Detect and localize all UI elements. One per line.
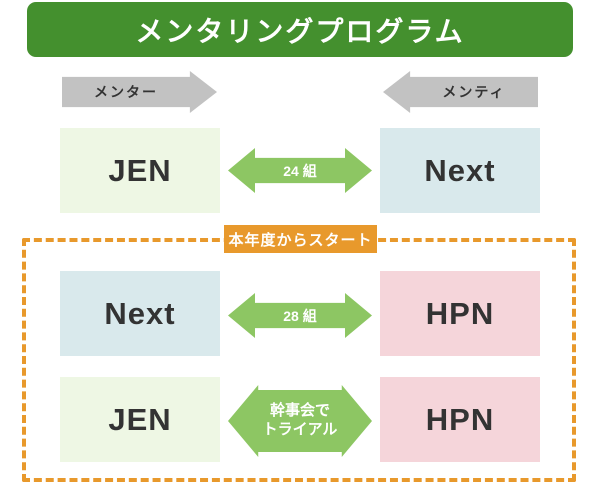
pairing-arrow-row3-icon: 幹事会で トライアル: [228, 385, 372, 457]
pairing-count-row2: 28 組: [283, 307, 317, 324]
page-title: メンタリングプログラム: [135, 15, 465, 47]
box-jen-row1: JEN: [60, 128, 220, 213]
box-label: Next: [424, 152, 496, 188]
box-jen-row3: JEN: [60, 377, 220, 462]
mentee-arrow-icon: メンティ: [383, 71, 538, 113]
pairing-arrow-row1-icon: 24 組: [228, 148, 372, 193]
trial-label-line1: 幹事会で: [269, 402, 330, 420]
box-label: Next: [104, 295, 176, 331]
mentor-arrow-icon: メンター: [62, 71, 217, 113]
start-this-year-badge: 本年度からスタート: [224, 225, 377, 253]
pairing-count-row1: 24 組: [283, 162, 317, 179]
badge-label: 本年度からスタート: [228, 231, 373, 249]
box-label: JEN: [108, 152, 172, 188]
mentee-label: メンティ: [442, 84, 506, 100]
box-label: HPN: [425, 401, 495, 437]
box-next-row2: Next: [60, 271, 220, 356]
title-banner: メンタリングプログラム: [27, 2, 573, 57]
box-hpn-row3: HPN: [380, 377, 540, 462]
box-next-row1: Next: [380, 128, 540, 213]
mentor-label: メンター: [94, 84, 158, 100]
box-label: HPN: [425, 295, 495, 331]
trial-label-line2: トライアル: [262, 421, 338, 438]
box-label: JEN: [108, 401, 172, 437]
box-hpn-row2: HPN: [380, 271, 540, 356]
